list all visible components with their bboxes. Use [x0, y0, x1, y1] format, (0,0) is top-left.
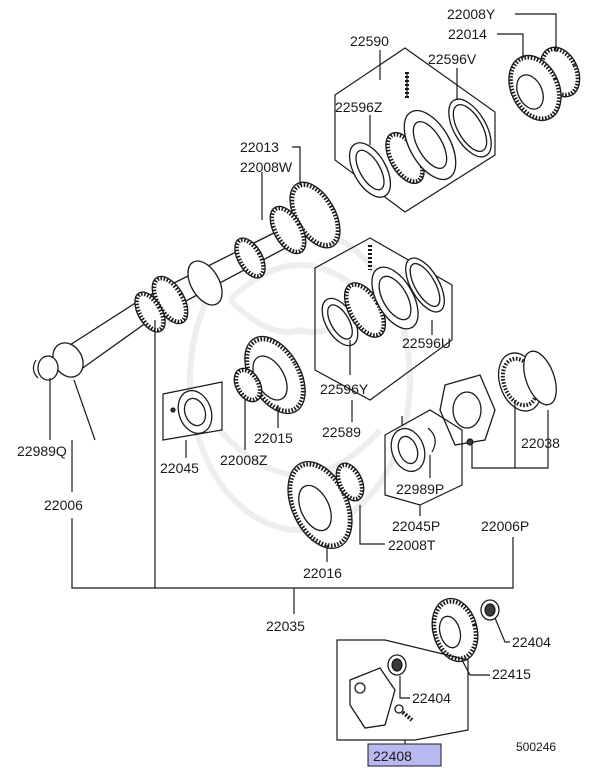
group-box-22589 [314, 237, 453, 401]
label-22006P[interactable]: 22006P [481, 518, 529, 534]
label-22404-lower[interactable]: 22404 [412, 690, 451, 706]
label-22404-upper[interactable]: 22404 [512, 634, 551, 650]
bracket-22035 [71, 518, 514, 589]
label-22015[interactable]: 22015 [254, 430, 293, 446]
label-22014[interactable]: 22014 [448, 26, 487, 42]
group-box-22045P [384, 409, 463, 506]
highlight-22408 [367, 743, 442, 767]
gear-22016-assembly[interactable] [275, 451, 369, 558]
label-22038[interactable]: 22038 [521, 435, 560, 451]
label-22596Z[interactable]: 22596Z [335, 99, 383, 115]
label-22596U[interactable]: 22596U [402, 335, 451, 351]
label-22008Y[interactable]: 22008Y [447, 6, 496, 22]
label-22590[interactable]: 22590 [350, 33, 389, 49]
gear-22014-assembly[interactable] [499, 41, 587, 129]
bracket-22408-parts[interactable] [349, 654, 414, 729]
label-22006[interactable]: 22006 [44, 497, 83, 513]
label-22035[interactable]: 22035 [266, 618, 305, 634]
label-22013[interactable]: 22013 [240, 139, 279, 155]
bearing-22038-assembly[interactable] [439, 347, 563, 446]
group-box-22045 [162, 381, 223, 441]
label-22596Y[interactable]: 22596Y [320, 381, 369, 397]
label-22008T[interactable]: 22008T [388, 537, 436, 553]
label-22989Q[interactable]: 22989Q [17, 443, 67, 459]
group-box-22408 [336, 639, 469, 741]
label-22045[interactable]: 22045 [160, 460, 199, 476]
synchronizer-22589-parts[interactable] [315, 245, 452, 352]
label-22045P[interactable]: 22045P [392, 518, 440, 534]
plate-22045[interactable] [170, 386, 218, 438]
group-box-22590 [334, 47, 496, 213]
label-22989P[interactable]: 22989P [396, 481, 444, 497]
label-22596V[interactable]: 22596V [428, 51, 477, 67]
label-22589[interactable]: 22589 [322, 424, 361, 440]
label-22008W[interactable]: 22008W [240, 159, 293, 175]
synchronizer-22590-parts[interactable] [341, 72, 500, 204]
label-22008Z[interactable]: 22008Z [220, 452, 268, 468]
idler-gear-22415-assembly[interactable] [425, 593, 500, 666]
diagram-id: 500246 [516, 740, 556, 754]
label-22408[interactable]: 22408 [373, 748, 412, 764]
label-22415[interactable]: 22415 [492, 666, 531, 682]
gear-22015-assembly[interactable] [229, 326, 318, 424]
main-shaft-assembly[interactable] [32, 174, 350, 383]
label-22016[interactable]: 22016 [303, 565, 342, 581]
seal-22045P-parts[interactable] [385, 416, 436, 476]
